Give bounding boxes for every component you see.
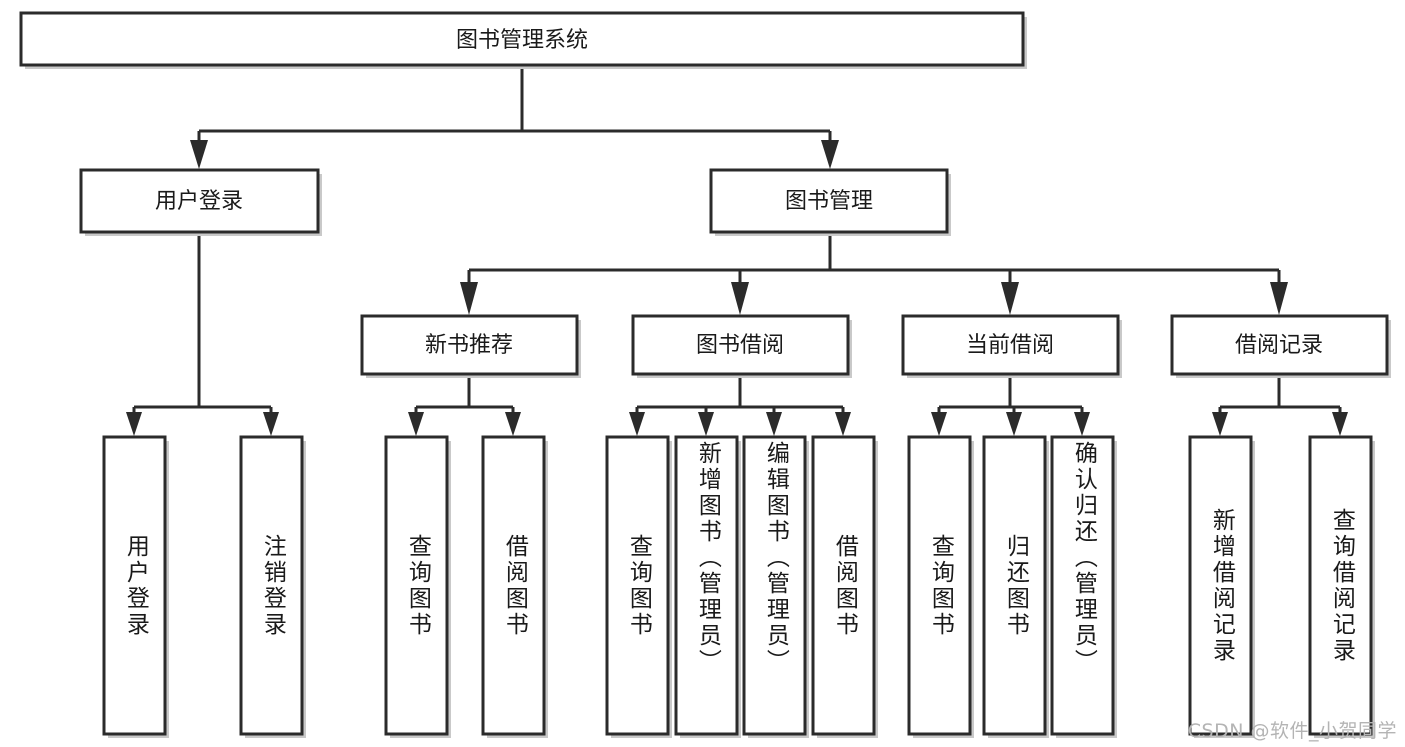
node-book-management[interactable]: 图书管理 [709,168,951,236]
node-book-borrow-label: 图书借阅 [696,333,784,358]
arrowhead-leaf-query-book-1 [408,412,424,436]
arrowhead-leaf-logout [263,412,279,436]
leaf-node-confirm-return[interactable] [1050,435,1117,738]
leaf-node-user-login[interactable] [102,435,169,738]
arrowhead-leaf-user-login [126,412,142,436]
connectors-group [126,65,1348,436]
arrowhead-leaf-add-record [1212,412,1228,436]
arrowhead-current-borrow [1001,282,1019,315]
node-new-book-recommend[interactable]: 新书推荐 [360,314,581,378]
leaf-node-edit-book[interactable] [742,435,809,738]
node-user-login[interactable]: 用户登录 [79,168,322,236]
leaf-node-query-book-1[interactable] [384,435,451,738]
node-user-login-box[interactable] [79,168,320,234]
arrowhead-leaf-borrow-book-2 [835,412,851,436]
leaf-edit-book-box[interactable] [742,435,807,736]
leaf-node-query-record[interactable] [1308,435,1375,738]
leaf-add-book-box[interactable] [674,435,739,736]
leaf-add-record-box[interactable] [1188,435,1253,736]
leaf-query-book-1-box[interactable] [384,435,449,736]
csdn-watermark: CSDN @软件_小贺同学 [1187,720,1397,742]
arrowhead-book-management [821,140,839,169]
node-book-management-box[interactable] [709,168,949,234]
arrowhead-leaf-edit-book [766,412,782,436]
arrowhead-new-book-recommend [460,282,478,315]
node-current-borrow-label: 当前借阅 [966,333,1054,358]
leaf-confirm-return-box[interactable] [1050,435,1115,736]
node-new-book-recommend-box[interactable] [360,314,579,376]
node-borrow-records[interactable]: 借阅记录 [1170,314,1391,378]
leaf-return-book-box[interactable] [982,435,1047,736]
leaf-boxes-group [102,435,1375,738]
node-current-borrow-box[interactable] [901,314,1120,376]
arrowhead-leaf-query-book-3 [931,412,947,436]
leaf-node-borrow-book-2[interactable] [811,435,878,738]
leaf-node-add-record[interactable] [1188,435,1255,738]
leaf-query-book-3-box[interactable] [907,435,972,736]
node-borrow-records-label: 借阅记录 [1235,333,1323,358]
node-borrow-records-box[interactable] [1170,314,1389,376]
leaf-node-borrow-book-1[interactable] [481,435,548,738]
node-root-label: 图书管理系统 [456,28,588,53]
leaf-logout-box[interactable] [239,435,304,736]
node-book-borrow-box[interactable] [631,314,850,376]
leaf-borrow-book-1-box[interactable] [481,435,546,736]
arrowhead-leaf-borrow-book-1 [505,412,521,436]
leaf-query-book-2-box[interactable] [605,435,670,736]
arrowhead-leaf-return-book [1006,412,1022,436]
node-root-box[interactable] [19,11,1025,67]
leaf-borrow-book-2-box[interactable] [811,435,876,736]
leaf-node-add-book[interactable] [674,435,741,738]
node-root[interactable]: 图书管理系统 [19,11,1027,69]
leaf-node-return-book[interactable] [982,435,1049,738]
arrowhead-leaf-query-record [1332,412,1348,436]
leaf-node-logout[interactable] [239,435,306,738]
leaf-user-login-box[interactable] [102,435,167,736]
node-current-borrow[interactable]: 当前借阅 [901,314,1122,378]
node-user-login-label: 用户登录 [155,189,243,214]
arrowhead-leaf-query-book-2 [629,412,645,436]
node-book-management-label: 图书管理 [785,189,873,214]
leaf-node-query-book-3[interactable] [907,435,974,738]
leaf-query-record-box[interactable] [1308,435,1373,736]
node-book-borrow[interactable]: 图书借阅 [631,314,852,378]
arrowhead-leaf-confirm-return [1074,412,1090,436]
leaf-node-query-book-2[interactable] [605,435,672,738]
node-new-book-recommend-label: 新书推荐 [425,333,513,358]
arrowhead-book-borrow [731,282,749,315]
arrowhead-borrow-records [1270,282,1288,315]
arrowhead-user-login [190,140,208,169]
arrowhead-leaf-add-book [698,412,714,436]
